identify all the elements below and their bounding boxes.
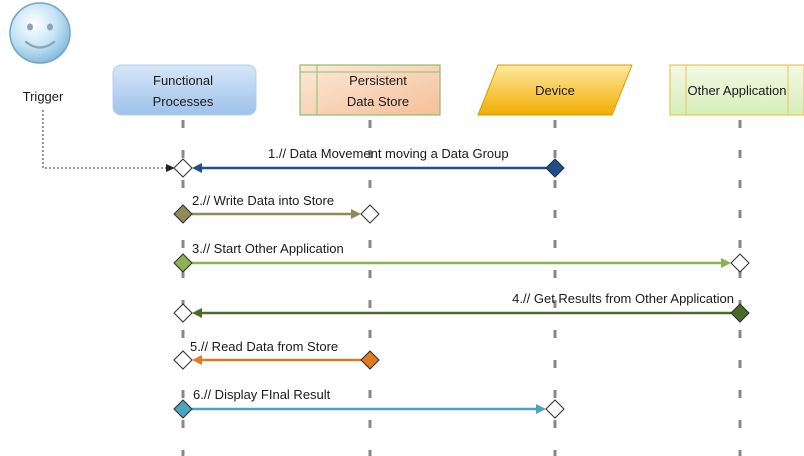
message-5: 5.// Read Data from Store [173,339,380,370]
message-2: 2.// Write Data into Store [173,193,380,224]
message-source-diamond [173,399,193,419]
message-3: 3.// Start Other Application [173,241,750,273]
smiley-face-icon [9,2,71,64]
trigger-connector [42,110,175,172]
message-source-diamond [360,350,380,370]
message-arrowhead [351,209,361,219]
participant-functional: Functional Processes [112,64,257,116]
trigger-label: Trigger [23,89,64,104]
message-6: 6.// Display FInal Result [173,387,565,419]
participant-store-label-2: Data Store [347,94,409,109]
message-arrowhead [536,404,546,414]
message-target-diamond [545,399,565,419]
message-source-diamond [173,253,193,273]
message-arrowhead [192,163,202,173]
participant-other-label: Other Application [687,83,786,98]
participant-device-label: Device [535,83,575,98]
message-6-label: 6.// Display FInal Result [193,387,331,402]
participant-store-label-1: Persistent [349,73,407,88]
message-source-diamond [173,204,193,224]
participant-other: Other Application [669,64,804,116]
message-target-diamond [173,303,193,323]
message-target-diamond [730,253,750,273]
participant-functional-label-2: Processes [153,94,214,109]
participant-store: Persistent Data Store [299,64,441,116]
message-arrowhead [192,308,202,318]
message-arrowhead [192,355,202,365]
message-target-diamond [173,350,193,370]
message-source-diamond [730,303,750,323]
participant-device: Device [477,64,633,116]
message-source-diamond [545,158,565,178]
message-4-label: 4.// Get Results from Other Application [512,291,734,306]
message-target-diamond [173,158,193,178]
message-1: 1.// Data Movement moving a Data Group [173,146,565,178]
message-arrowhead [721,258,731,268]
message-1-label: 1.// Data Movement moving a Data Group [268,146,509,161]
message-target-diamond [360,204,380,224]
trigger: Trigger [9,2,71,104]
message-3-label: 3.// Start Other Application [192,241,344,256]
message-2-label: 2.// Write Data into Store [192,193,334,208]
message-4: 4.// Get Results from Other Application [173,291,750,323]
participant-functional-label-1: Functional [153,73,213,88]
message-5-label: 5.// Read Data from Store [190,339,338,354]
